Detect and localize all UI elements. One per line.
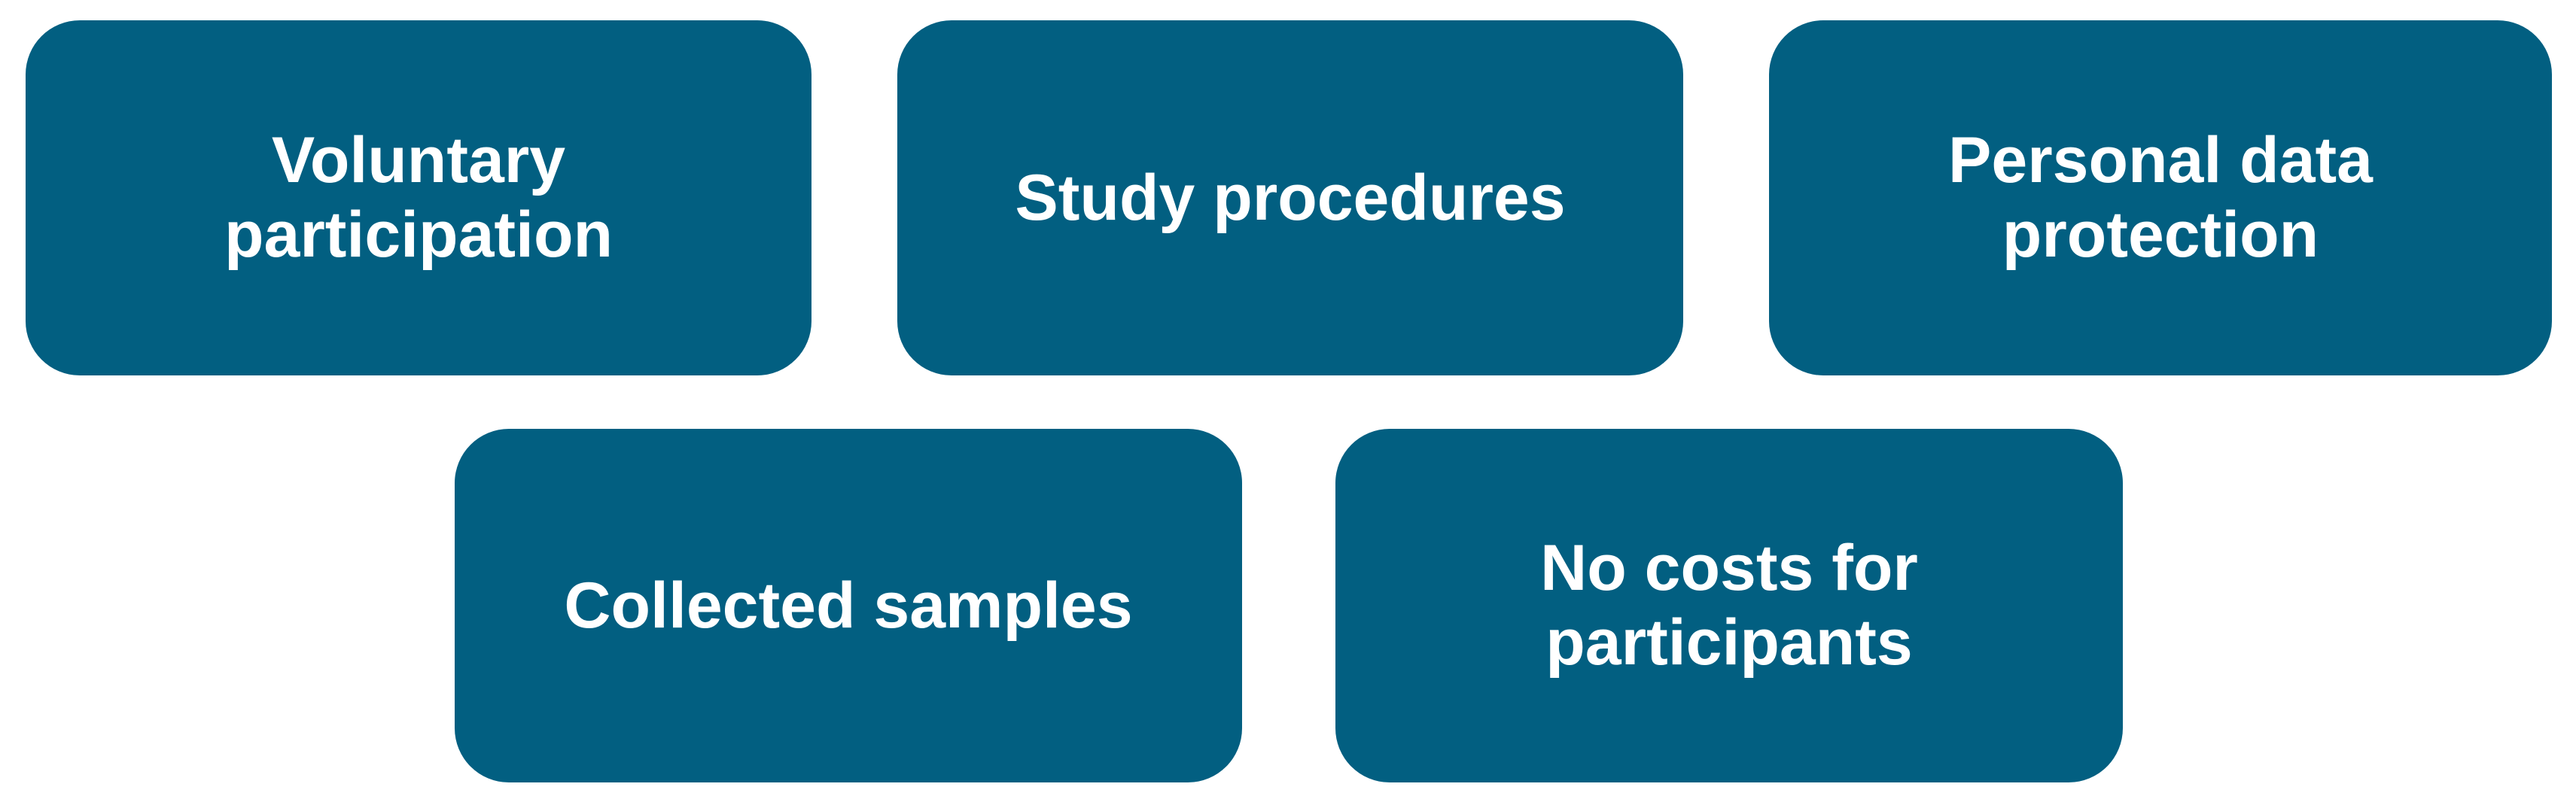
box-label-personal-data-protection: Personal data protection bbox=[1948, 124, 2373, 271]
box-voluntary-participation: Voluntary participation bbox=[26, 20, 811, 375]
box-no-costs-for-participants: No costs for participants bbox=[1335, 429, 2123, 782]
box-personal-data-protection: Personal data protection bbox=[1769, 20, 2552, 375]
box-label-collected-samples: Collected samples bbox=[564, 569, 1133, 642]
box-label-voluntary-participation: Voluntary participation bbox=[224, 124, 614, 271]
box-study-procedures: Study procedures bbox=[897, 20, 1683, 375]
box-collected-samples: Collected samples bbox=[455, 429, 1242, 782]
box-label-no-costs-for-participants: No costs for participants bbox=[1540, 532, 1918, 679]
box-label-study-procedures: Study procedures bbox=[1015, 161, 1566, 234]
